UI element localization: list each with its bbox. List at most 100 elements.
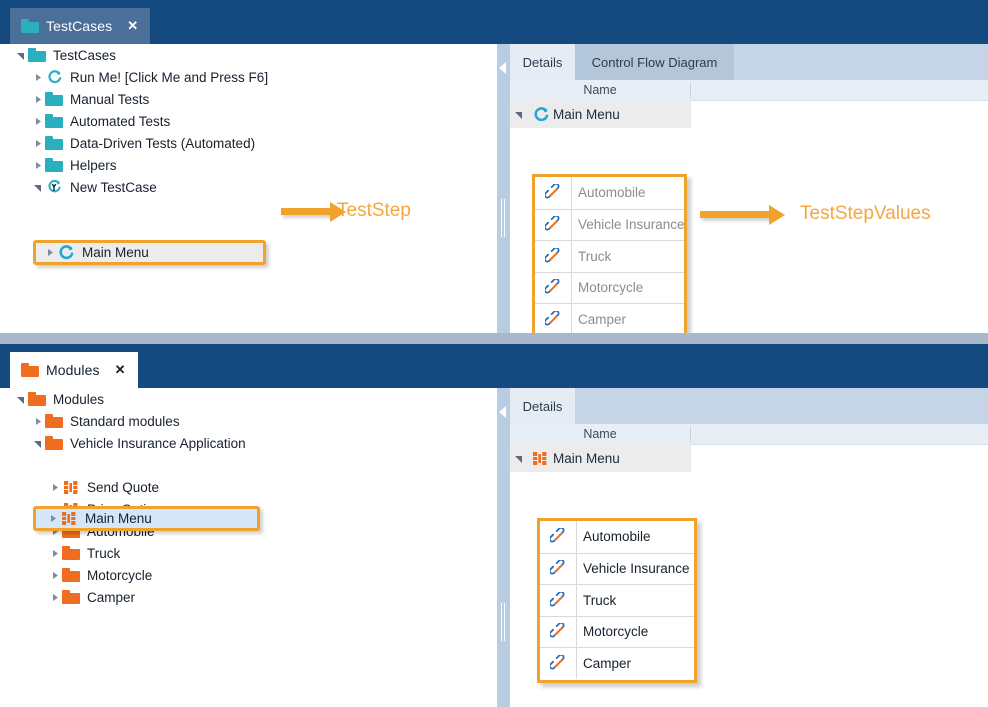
expander-expanded-icon[interactable] [510, 454, 527, 463]
tab-control-flow-diagram[interactable]: Control Flow Diagram [575, 44, 734, 80]
expander-collapsed-icon[interactable] [48, 483, 61, 492]
tree-item-truck[interactable]: Truck [0, 542, 497, 564]
tree-item-motorcycle[interactable]: Motorcycle [0, 564, 497, 586]
value-row[interactable]: Vehicle Insurance [535, 208, 685, 240]
tree-item-label: TestCases [53, 47, 117, 63]
expander-collapsed-icon[interactable] [31, 73, 44, 82]
annotation-label-teststepvalues: TestStepValues [800, 203, 931, 224]
grid-header: Name [510, 80, 988, 101]
expander-expanded-icon[interactable] [31, 183, 44, 192]
expander-collapsed-icon[interactable] [48, 593, 61, 602]
attribute-row[interactable]: Automobile [540, 521, 694, 553]
column-divider[interactable] [690, 426, 691, 442]
grid-parent-row[interactable]: Main Menu [510, 100, 691, 128]
link-icon [535, 279, 571, 296]
tree-item-new-testcase[interactable]: New TestCase [0, 176, 497, 198]
expander-expanded-icon[interactable] [31, 439, 44, 448]
expander-collapsed-icon[interactable] [31, 117, 44, 126]
tab-label: Modules [46, 362, 100, 378]
folder-orange-icon [61, 590, 80, 604]
tree-item-data-driven-tests[interactable]: Data-Driven Tests (Automated) [0, 132, 497, 154]
expander-collapsed-icon[interactable] [48, 571, 61, 580]
moduleattributes-box[interactable]: Automobile Vehicle Insurance [537, 518, 697, 683]
attribute-row[interactable]: Truck [540, 584, 694, 616]
tab-details[interactable]: Details [510, 44, 575, 80]
tab-testcases[interactable]: TestCases ✕ [10, 8, 151, 44]
tab-label: TestCases [46, 18, 113, 34]
highlighted-teststep-row[interactable]: Main Menu [33, 240, 266, 265]
value-row[interactable]: Camper [535, 303, 684, 333]
expander-expanded-icon[interactable] [510, 110, 527, 119]
column-divider[interactable] [690, 82, 691, 98]
expander-expanded-icon[interactable] [14, 395, 27, 404]
value-row[interactable]: Motorcycle [535, 271, 684, 303]
expander-collapsed-icon[interactable] [31, 95, 44, 104]
tree-item-automated-tests[interactable]: Automated Tests [0, 110, 497, 132]
folder-teal-icon [21, 19, 39, 33]
teststep-icon [527, 106, 553, 123]
link-icon [540, 560, 576, 577]
testcase-details-pane: Details Control Flow Diagram Name Main M… [510, 44, 988, 333]
tree-item-label: Manual Tests [70, 91, 150, 107]
link-icon [540, 623, 576, 640]
value-label: Motorcycle [578, 280, 644, 296]
details-grid: Main Menu Automobile [510, 444, 988, 683]
value-row[interactable]: Truck [535, 240, 684, 272]
tree-item-testcases[interactable]: TestCases [0, 44, 497, 66]
tree-item-run-me[interactable]: Run Me! [Click Me and Press F6] [0, 66, 497, 88]
expander-collapsed-icon[interactable] [43, 248, 56, 257]
value-row[interactable]: Automobile [535, 177, 684, 209]
splitter-grip[interactable] [501, 603, 506, 641]
attribute-label: Vehicle Insurance [583, 561, 690, 577]
tab-details[interactable]: Details [510, 388, 575, 424]
value-label: Truck [578, 248, 612, 264]
module-details-pane: Details Name Main Menu [510, 388, 988, 707]
link-icon [535, 247, 571, 265]
details-grid: Main Menu Automobile [510, 100, 988, 333]
folder-orange-icon [61, 546, 80, 560]
splitter-grip[interactable] [501, 199, 506, 237]
expander-collapsed-icon[interactable] [31, 161, 44, 170]
folder-orange-icon [44, 436, 63, 450]
teststepvalues-box[interactable]: Automobile Vehicle Insurance [532, 174, 687, 333]
grid-parent-row[interactable]: Main Menu [510, 444, 691, 472]
collapse-left-arrow-icon[interactable] [499, 406, 506, 418]
tree-item-helpers[interactable]: Helpers [0, 154, 497, 176]
expander-collapsed-icon[interactable] [31, 139, 44, 148]
tree-item-standard-modules[interactable]: Standard modules [0, 410, 497, 432]
tree-item-label: Main Menu [85, 511, 152, 526]
attribute-row[interactable]: Camper [540, 647, 694, 679]
tab-modules[interactable]: Modules ✕ [10, 352, 138, 388]
splitter-top[interactable] [497, 44, 510, 333]
modules-tree[interactable]: Modules Standard modules Vehicle Insuran… [0, 388, 497, 707]
grid-header: Name [510, 424, 988, 445]
highlighted-module-row[interactable]: Main Menu [33, 506, 260, 531]
tree-item-send-quote[interactable]: Send Quote [0, 476, 497, 498]
attribute-row[interactable]: Vehicle Insurance [540, 552, 694, 584]
attribute-label: Truck [583, 592, 617, 608]
folder-orange-icon [21, 363, 39, 377]
folder-teal-icon [27, 48, 46, 62]
tree-item-modules[interactable]: Modules [0, 388, 497, 410]
tree-item-camper[interactable]: Camper [0, 586, 497, 608]
expander-collapsed-icon[interactable] [46, 514, 59, 523]
splitter-bottom[interactable] [497, 388, 510, 707]
expander-collapsed-icon[interactable] [48, 549, 61, 558]
expander-collapsed-icon[interactable] [31, 417, 44, 426]
teststep-icon [56, 244, 75, 261]
close-icon[interactable]: ✕ [127, 18, 139, 33]
close-icon[interactable]: ✕ [114, 362, 126, 377]
testcases-tree[interactable]: TestCases Run Me! [Click Me and Press F6… [0, 44, 497, 333]
collapse-left-arrow-icon[interactable] [499, 62, 506, 74]
tree-item-label: New TestCase [70, 179, 157, 195]
link-icon [535, 216, 571, 233]
attribute-row[interactable]: Motorcycle [540, 615, 694, 647]
folder-teal-icon [44, 158, 63, 172]
tree-item-vehicle-insurance-application[interactable]: Vehicle Insurance Application [0, 432, 497, 454]
folder-teal-icon [44, 92, 63, 106]
testcases-window: TestCases ✕ TestCases Run Me! [Click Me … [0, 0, 988, 333]
tree-item-manual-tests[interactable]: Manual Tests [0, 88, 497, 110]
module-icon [61, 480, 80, 495]
annotation-arrow-teststep [281, 201, 346, 222]
expander-expanded-icon[interactable] [14, 51, 27, 60]
